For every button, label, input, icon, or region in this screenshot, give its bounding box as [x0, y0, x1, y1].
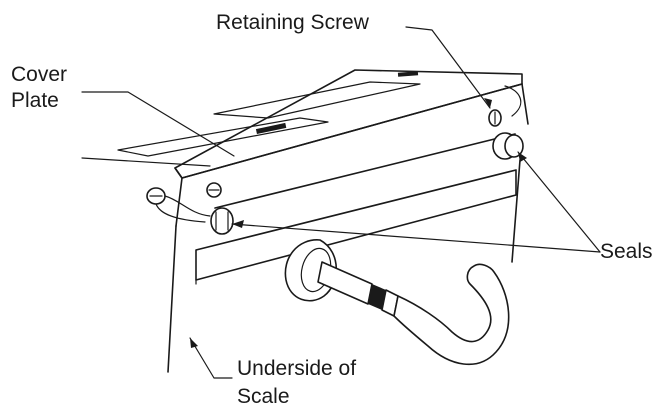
cover-plate	[81, 71, 421, 157]
left-retaining-screw	[81, 157, 222, 223]
cover-plate-slot	[255, 122, 287, 135]
retaining-screw-leader	[405, 26, 491, 109]
right-seal	[492, 132, 524, 160]
underside-label-line1: Underside of	[237, 357, 356, 380]
seals-leader-right	[517, 151, 601, 253]
retaining-screw-label: Retaining Screw	[216, 11, 370, 34]
front-slot	[195, 169, 517, 285]
cover-plate-top-slot	[397, 71, 419, 77]
left-seal	[210, 207, 234, 235]
right-retaining-screw	[488, 85, 522, 127]
underside-label-line2: Scale	[237, 385, 290, 408]
cover-plate-label-line1: Cover	[11, 63, 67, 86]
underside-leader	[189, 337, 233, 379]
scale-body	[167, 69, 529, 373]
leader-lines	[189, 26, 601, 379]
seals-leader-left	[231, 223, 601, 253]
cover-plate-label-line2: Plate	[11, 89, 59, 112]
seals-label: Seals	[600, 240, 653, 263]
hook	[284, 239, 510, 366]
